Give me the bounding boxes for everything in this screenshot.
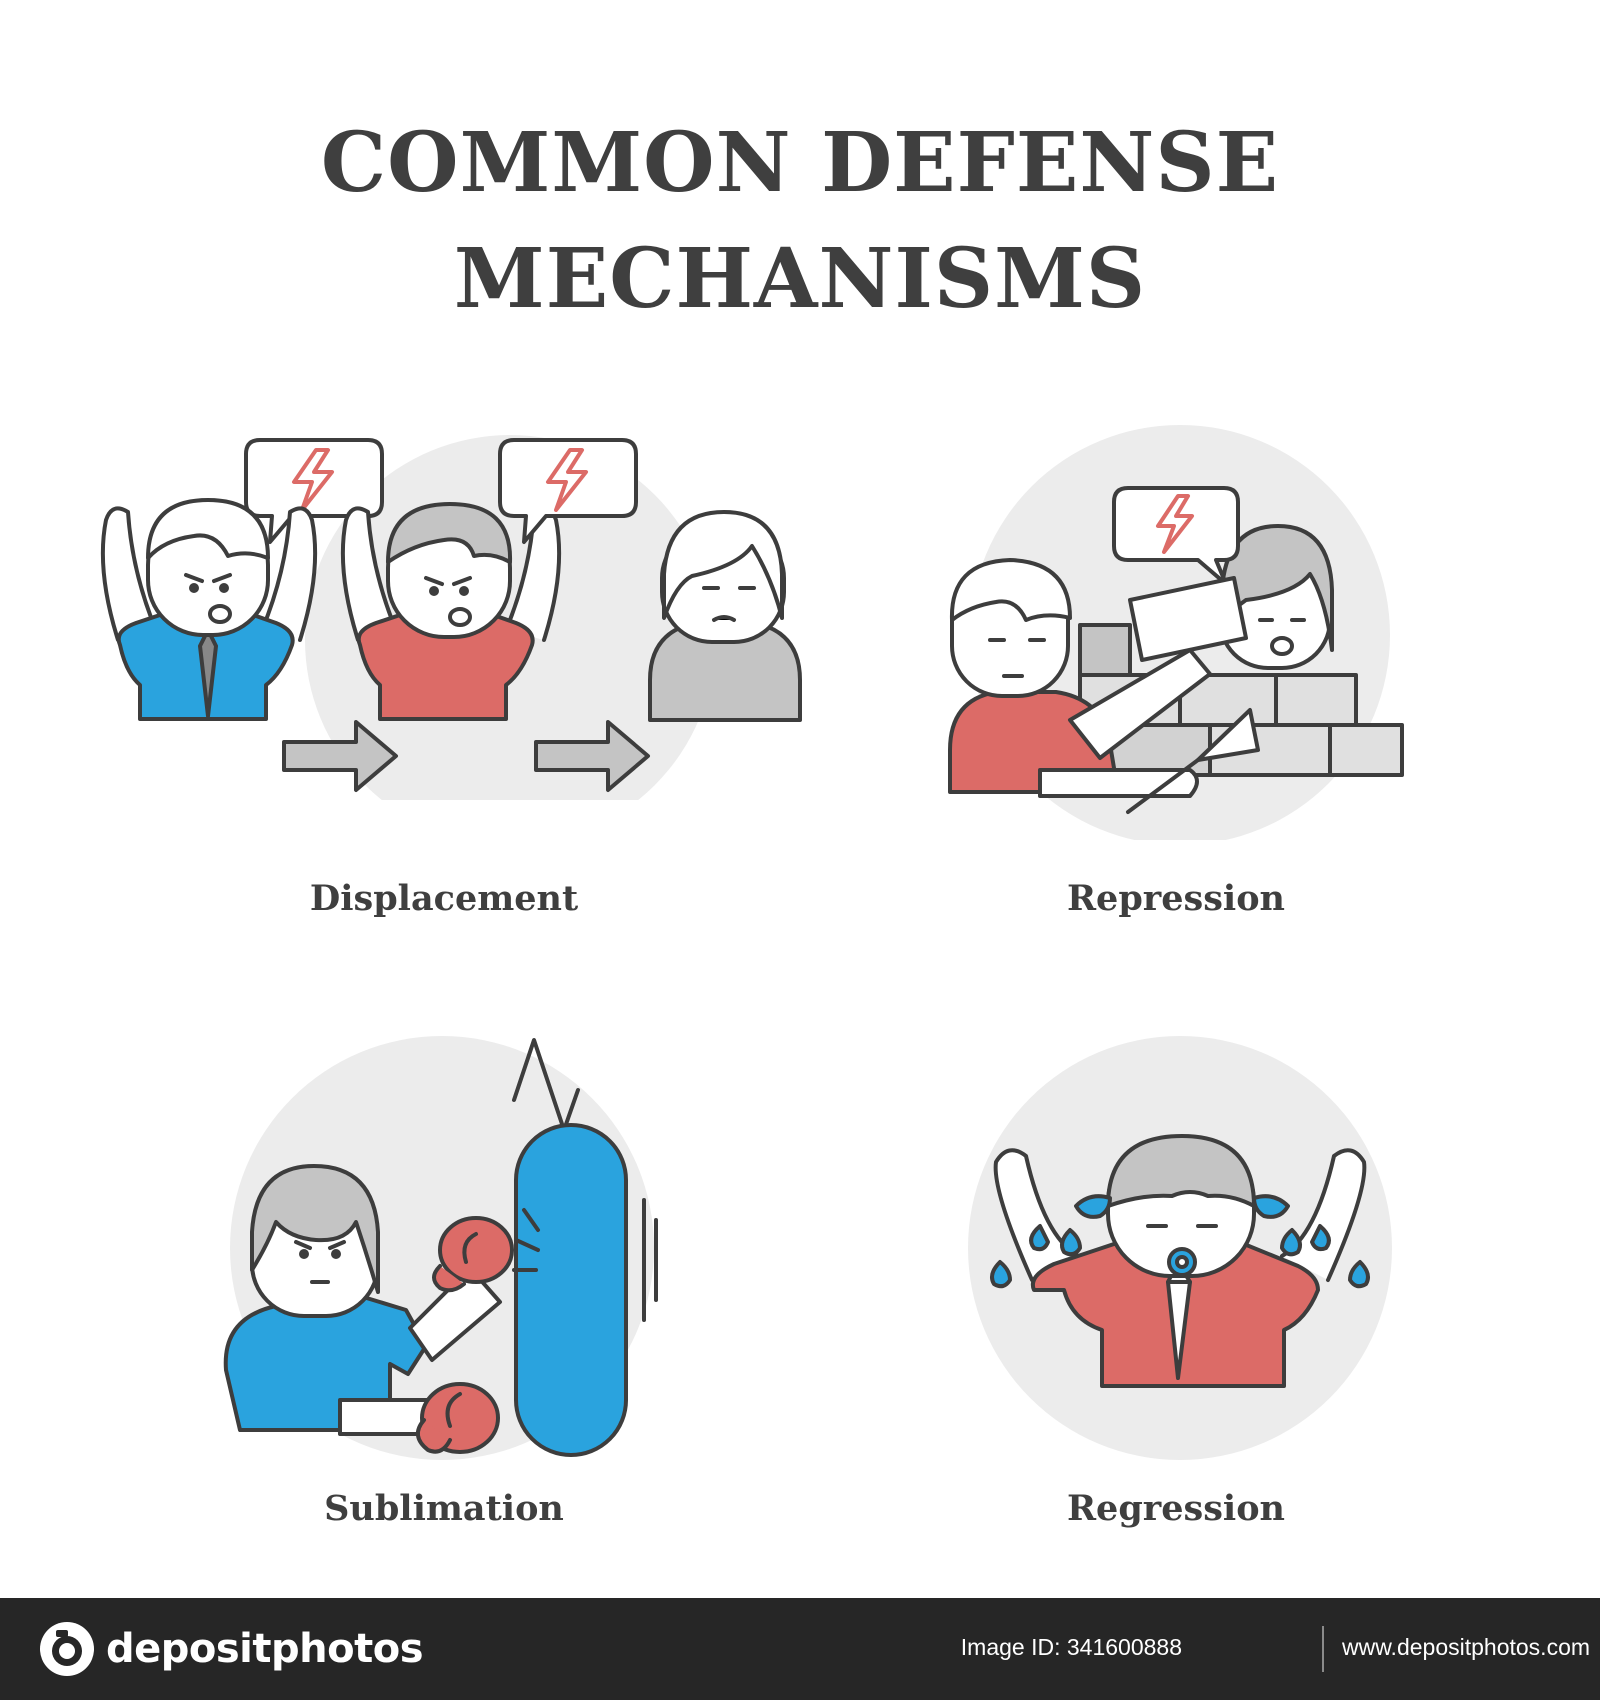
footer-divider	[1322, 1626, 1324, 1672]
arrow-right-icon	[534, 720, 650, 792]
image-id: Image ID: 341600888	[960, 1634, 1182, 1660]
panel-displacement: Displacement	[90, 420, 810, 919]
label-sublimation: Sublimation	[324, 1488, 564, 1529]
person-red-icon	[1031, 1134, 1320, 1388]
watermark-footer-bar: depositphotos Image ID: 341600888 www.de…	[0, 1598, 1600, 1700]
repression-illustration	[948, 425, 1404, 840]
displacement-illustration	[100, 435, 802, 800]
label-regression: Regression	[1066, 1488, 1286, 1529]
label-repression: Repression	[1066, 878, 1286, 919]
sublimation-illustration	[223, 1036, 658, 1460]
tear-drops-icon	[990, 1194, 1370, 1289]
page-title: COMMON DEFENSE MECHANISMS	[0, 105, 1600, 337]
angry-speech-bubble-icon	[498, 438, 638, 544]
brand: depositphotos	[38, 1620, 424, 1678]
angry-speech-bubble-icon	[1112, 486, 1240, 586]
angry-speech-bubble-icon	[244, 438, 384, 544]
camera-logo-icon	[40, 1622, 94, 1676]
panel-repression: Repression	[930, 420, 1430, 920]
punching-bag-icon	[512, 1123, 658, 1457]
footer-url[interactable]: www.depositphotos.com	[1342, 1634, 1591, 1660]
label-displacement: Displacement	[309, 878, 579, 919]
person-blue-icon	[223, 1164, 502, 1436]
panel-sublimation: Sublimation	[220, 1030, 720, 1550]
boxing-glove-icon	[416, 1382, 500, 1454]
person-blue-icon	[100, 498, 318, 721]
title-line-1: COMMON DEFENSE	[320, 115, 1280, 211]
person-gray-icon	[648, 510, 802, 722]
arrow-right-icon	[282, 720, 398, 792]
regression-illustration	[968, 1036, 1392, 1460]
brand-name: depositphotos	[106, 1626, 424, 1672]
title-line-2: MECHANISMS	[453, 231, 1147, 327]
boxing-glove-icon	[432, 1216, 514, 1293]
panel-regression: Regression	[930, 1030, 1430, 1550]
person-red-icon	[948, 558, 1212, 798]
trowel-icon	[1126, 708, 1260, 814]
